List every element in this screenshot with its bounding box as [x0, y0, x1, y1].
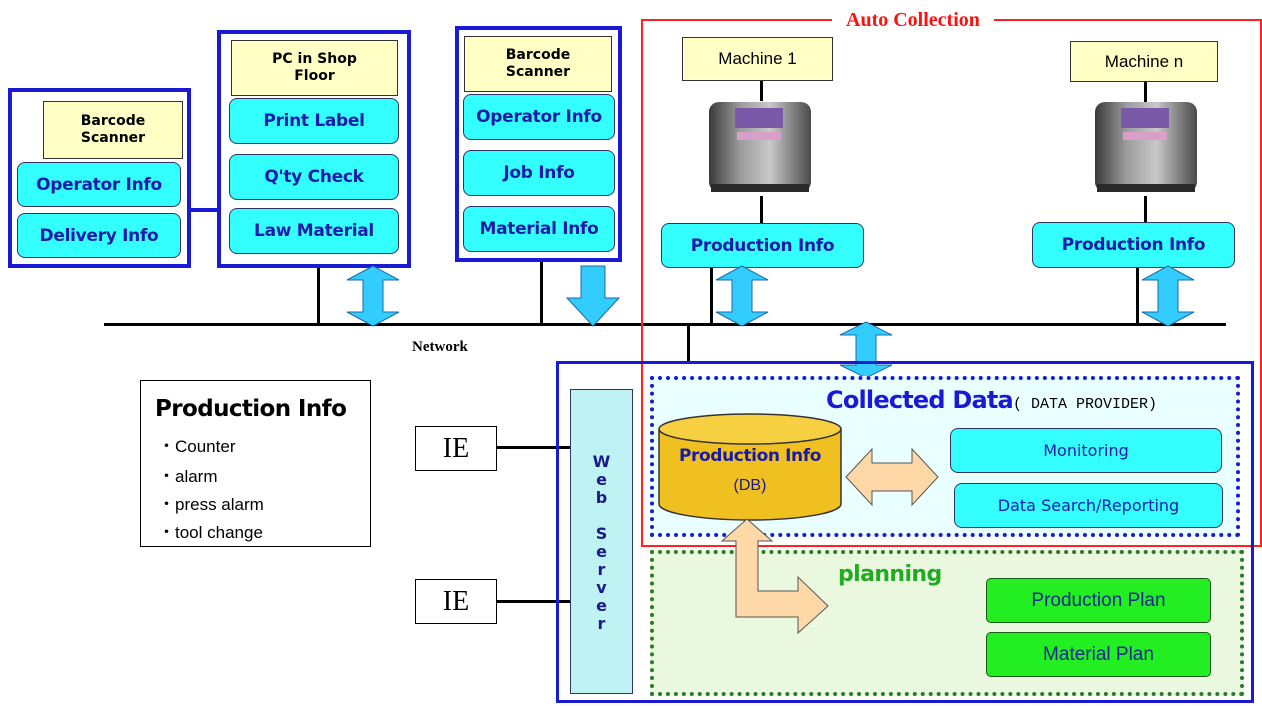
- arrow-pc-network: [346, 265, 400, 327]
- ie-top-connector: [497, 446, 571, 449]
- collected-data-title-main: Collected Data: [826, 386, 1014, 414]
- machine-1-production-info: Production Info: [661, 223, 864, 268]
- barcode-mid-job-info: Job Info: [463, 150, 615, 196]
- drop-barcode-mid: [540, 262, 543, 324]
- auto-collection-title: Auto Collection: [832, 8, 994, 32]
- production-plan-box: Production Plan: [986, 578, 1211, 623]
- web-server-label: Web Server: [592, 451, 611, 632]
- ie-bottom-connector: [497, 600, 571, 603]
- production-info-legend: [140, 380, 371, 547]
- arrow-db-planning: [720, 518, 829, 635]
- server-container-box: [556, 361, 1254, 703]
- network-label: Network: [412, 339, 468, 355]
- legend-item-tool-change: ・tool change: [158, 523, 263, 542]
- drop-web-server: [687, 325, 690, 361]
- legend-item-counter: ・Counter: [158, 437, 236, 456]
- collected-data-subtitle: ( DATA PROVIDER): [1012, 396, 1157, 413]
- network-line: [104, 323, 1226, 326]
- machine-1-line-top: [760, 81, 763, 101]
- ie-client-top: IE: [415, 426, 497, 471]
- barcode-left-operator-info: Operator Info: [17, 162, 181, 207]
- ie-client-bottom: IE: [415, 579, 497, 624]
- material-plan-box: Material Plan: [986, 632, 1211, 677]
- pc-qty-check: Q'ty Check: [229, 154, 399, 200]
- machine-n-device-icon: [1095, 102, 1197, 192]
- barcode-scanner-mid-title: Barcode Scanner: [464, 36, 612, 92]
- arrow-barcode-network: [565, 265, 621, 327]
- legend-item-alarm: ・alarm: [158, 467, 218, 486]
- barcode-mid-material-info: Material Info: [463, 206, 615, 252]
- collected-data-title: Collected Data( DATA PROVIDER): [826, 386, 1157, 414]
- machine-n-label: Machine n: [1070, 41, 1218, 82]
- machine-1-line-bottom: [760, 196, 763, 224]
- arrow-machine1-network: [715, 265, 769, 327]
- arrow-machinen-network: [1141, 265, 1195, 327]
- connector-left-to-pc: [191, 208, 218, 212]
- machine-n-production-info: Production Info: [1032, 222, 1235, 268]
- barcode-scanner-left-box: [8, 88, 191, 268]
- machine-1-label: Machine 1: [682, 37, 833, 81]
- planning-title: planning: [838, 562, 942, 587]
- legend-item-press-alarm: ・press alarm: [158, 495, 264, 514]
- pc-print-label: Print Label: [229, 98, 399, 144]
- production-info-db-icon: [658, 413, 842, 521]
- db-label-line1: Production Info: [678, 446, 822, 466]
- web-server: Web Server: [570, 389, 633, 694]
- barcode-mid-operator-info: Operator Info: [463, 94, 615, 140]
- machine-n-line-network: [1136, 268, 1139, 324]
- machine-1-device-icon: [709, 102, 811, 192]
- drop-pc-shop: [317, 268, 320, 324]
- data-search-reporting-box: Data Search/Reporting: [954, 483, 1223, 528]
- pc-shop-floor-box: [217, 30, 411, 268]
- arrow-db-monitoring: [845, 447, 939, 507]
- db-label-line2: (DB): [733, 477, 767, 494]
- monitoring-box: Monitoring: [950, 428, 1222, 473]
- barcode-left-delivery-info: Delivery Info: [17, 213, 181, 258]
- machine-n-line-bottom: [1144, 196, 1147, 224]
- barcode-scanner-mid-box: [455, 26, 622, 262]
- barcode-scanner-left-title: Barcode Scanner: [43, 101, 183, 159]
- machine-1-line-network: [710, 268, 713, 324]
- legend-title: Production Info: [155, 396, 347, 422]
- pc-shop-floor-title: PC in Shop Floor: [231, 40, 398, 96]
- machine-n-line-top: [1144, 82, 1147, 102]
- pc-law-material: Law Material: [229, 208, 399, 254]
